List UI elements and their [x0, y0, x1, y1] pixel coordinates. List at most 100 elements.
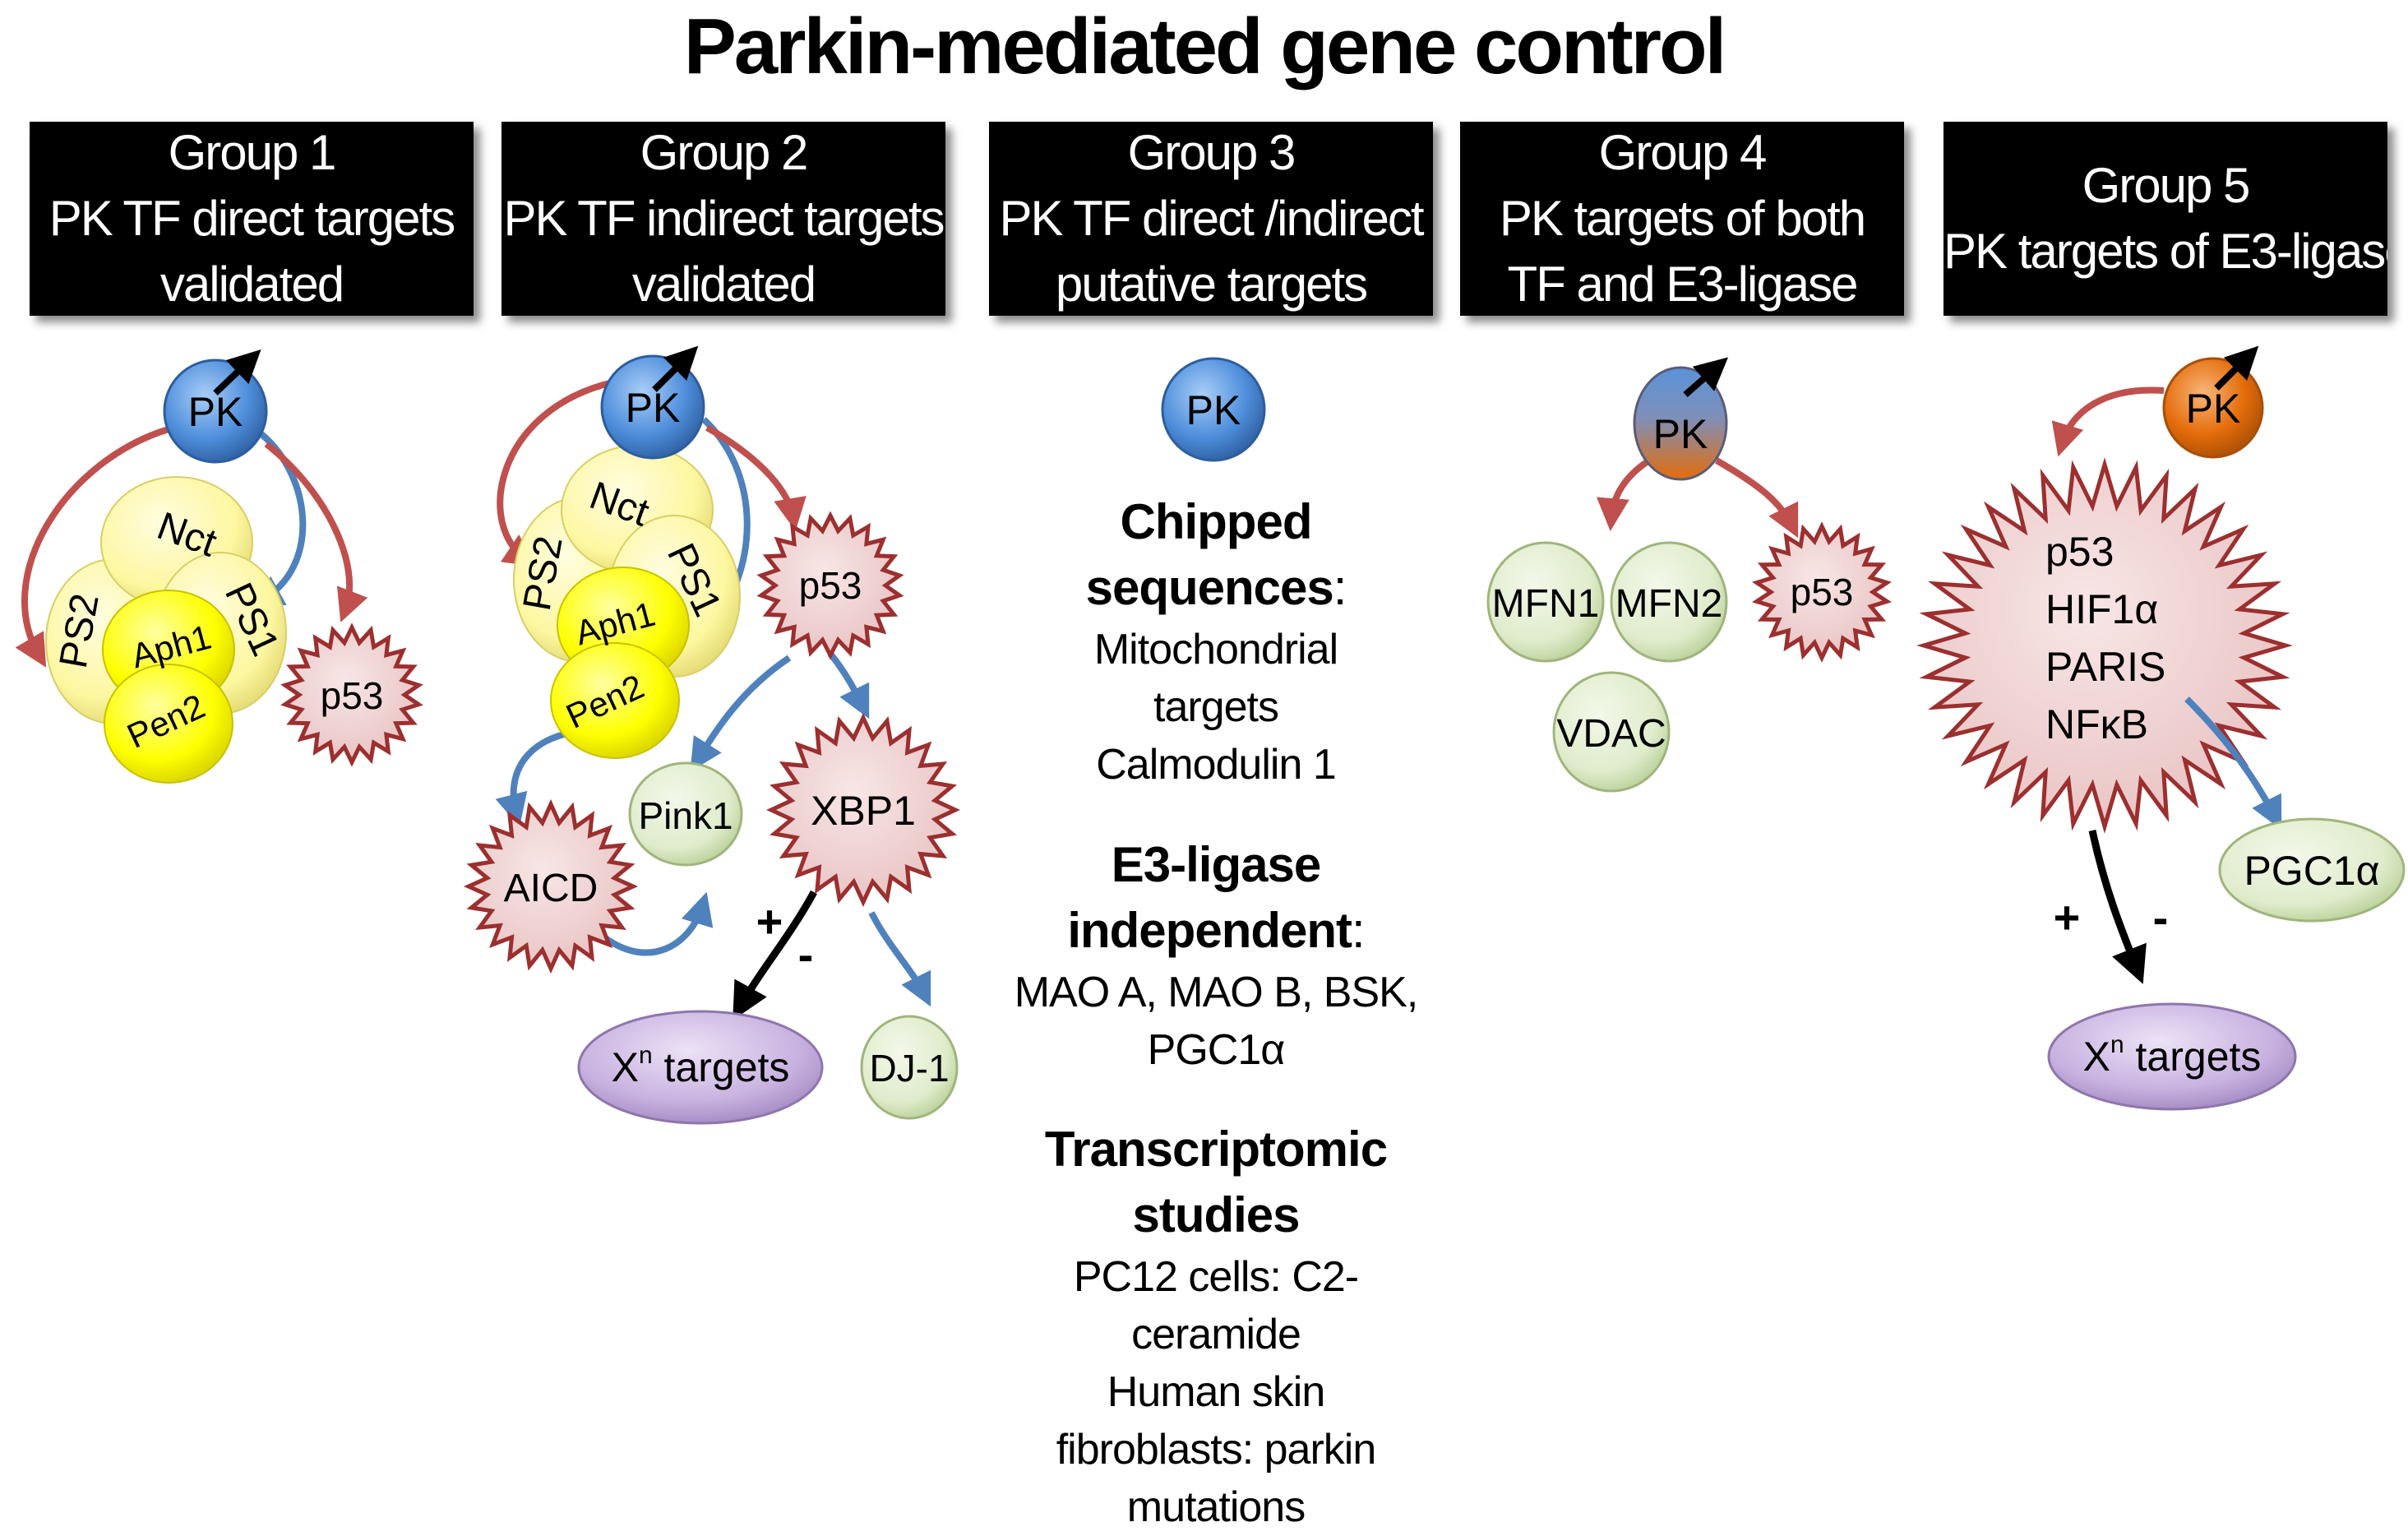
xn-superscript: n [639, 1042, 653, 1069]
red-arrow-pk-to-ps2 [497, 379, 613, 567]
mfn1-node [1486, 541, 1605, 663]
red-arrow-pk-to-mfn1 [1596, 457, 1652, 531]
blue-arrow-pen2-to-aicd [495, 729, 576, 827]
trans-item-4: fibroblasts: parkin [1056, 1426, 1377, 1474]
chipped-heading-2-row: sequences: [969, 555, 1463, 621]
trans-item-1: PC12 cells: C2- [1073, 1253, 1359, 1301]
vdac-node [1552, 671, 1671, 793]
xn-rest: targets [2124, 1034, 2262, 1080]
group-3-e3-text: E3-ligase independent: MAO A, MAO B, BSK… [969, 832, 1463, 1079]
e3-targets-burst: p53 HIF1α PARIS NFκB [1916, 457, 2293, 834]
pgc1a-node [2218, 817, 2406, 923]
p53-label: p53 [799, 564, 862, 607]
group-1-subtitle-2: validated [159, 257, 344, 312]
chipped-heading-2: sequences [1085, 560, 1334, 615]
group-5-diagram: p53 HIF1α PARIS NFκB PGC1α Xn targets + … [1916, 345, 2406, 1111]
group-1-diagram: PS2 Nct PS1 Aph1 Pen2 p53 PK [15, 349, 423, 784]
xn-base: X [2083, 1034, 2110, 1080]
mfn2-node [1610, 541, 1728, 663]
p53-burst: p53 [1752, 521, 1892, 663]
activation-arrow-icon [213, 349, 261, 396]
group-2-diagram: PS2 Nct PS1 Aph1 Pen2 p53 XBP1 AICD Pink… [463, 345, 960, 1125]
black-arrow-xbp1-to-xn-targets [733, 890, 817, 1020]
p53-label: p53 [1791, 571, 1854, 613]
blue-arrow-burst-to-pgc1a [2184, 696, 2282, 830]
chipped-item-3: Calmodulin 1 [1096, 741, 1337, 789]
pen2-node [104, 664, 233, 784]
xn-targets-node [577, 1010, 824, 1125]
xn-rest: targets [653, 1044, 790, 1090]
trans-heading-1: Transcriptomic [1044, 1122, 1388, 1177]
vdac-label: VDAC [1556, 712, 1666, 756]
e3-heading-2-row: independent: [969, 898, 1463, 964]
burst-line-hif1a: HIF1α [2045, 586, 2158, 632]
burst-line-nfkb: NFκB [2045, 701, 2148, 747]
group-3-subtitle: PK TF direct /indirect [999, 191, 1424, 246]
aicd-burst: AICD [463, 798, 639, 974]
dj1-node [860, 1015, 959, 1120]
group-4-header: Group 4 PK targets of both TF and E3-lig… [1460, 122, 1904, 316]
group-4-subtitle-2: TF and E3-ligase [1507, 257, 1859, 312]
group-3-transcriptomic-text: Transcriptomic studies PC12 cells: C2- c… [969, 1117, 1463, 1536]
group-2-title: Group 2 [640, 125, 809, 180]
xn-superscript: n [2110, 1031, 2124, 1058]
group-1-header: Group 1 PK TF direct targets validated [30, 122, 474, 316]
pk-node [600, 354, 705, 460]
plus-sign: + [756, 895, 783, 947]
blue-arrow-xbp1-to-dj1 [868, 911, 931, 1007]
e3-colon: : [1352, 903, 1366, 958]
pk-node [2162, 357, 2264, 459]
group-3-header: Group 3 PK TF direct /indirect putative … [989, 122, 1433, 316]
red-arrow-pk-to-burst [2051, 386, 2165, 457]
diagram-title: Parkin-mediated gene control [683, 2, 1727, 90]
blue-arrow-aicd-to-pink1 [602, 891, 714, 956]
e3-item-1: MAO A, MAO B, BSK, [1014, 969, 1419, 1016]
pgc1a-label: PGC1α [2244, 848, 2379, 894]
e3-item-2: PGC1α [1147, 1026, 1286, 1074]
group-4-diagram: MFN1 MFN2 VDAC p53 PK [1486, 357, 1892, 793]
activation-arrow-icon [1683, 357, 1729, 398]
pk-label: PK [1186, 387, 1241, 433]
pk-label: PK [188, 389, 243, 435]
plus-sign: + [2054, 891, 2081, 943]
aicd-label: AICD [504, 867, 599, 910]
group-5-subtitle: PK targets of E3-ligase [1944, 224, 2387, 279]
xbp1-burst: XBP1 [766, 713, 960, 907]
pink1-node [628, 761, 743, 867]
red-arrow-pk-to-p53 [1715, 457, 1799, 539]
pk-label: PK [626, 385, 681, 431]
trans-heading-2: studies [1132, 1187, 1300, 1242]
group-3-subtitle-2: putative targets [1055, 257, 1368, 312]
xbp1-label: XBP1 [811, 788, 916, 834]
p53-label: p53 [321, 674, 384, 717]
mfn2-label: MFN2 [1615, 582, 1723, 626]
pen2-node [550, 642, 680, 759]
group-4-title: Group 4 [1598, 125, 1768, 180]
xn-base: X [612, 1044, 639, 1090]
group-3-text: Chipped sequences: Mitochondrial targets… [969, 489, 1463, 793]
group-1-title: Group 1 [168, 125, 337, 180]
chipped-item-2: targets [1153, 683, 1279, 731]
trans-item-5: mutations [1126, 1483, 1306, 1531]
xn-targets-node [2047, 1002, 2297, 1111]
red-arrow-pk-to-p53 [264, 441, 368, 622]
red-arrow-pk-to-p53 [705, 424, 807, 531]
chipped-item-1: Mitochondrial [1093, 626, 1338, 673]
e3-heading-2: independent [1067, 903, 1352, 958]
chipped-colon: : [1333, 560, 1347, 615]
group-3-diagram: PK [1161, 357, 1266, 462]
pk-node [1161, 357, 1266, 462]
group-5-title: Group 5 [2082, 158, 2251, 213]
black-arrow-burst-to-xn-targets [2088, 830, 2147, 984]
minus-sign: - [798, 928, 814, 980]
blue-arrow-p53-to-xbp1 [827, 651, 870, 719]
xn-targets-label: Xn targets [612, 1042, 790, 1090]
pk-node [163, 359, 268, 464]
chipped-heading-1: Chipped [1120, 494, 1313, 549]
minus-sign: - [2153, 891, 2169, 943]
group-2-header: Group 2 PK TF indirect targets validated [501, 122, 945, 316]
xn-targets-label: Xn targets [2083, 1031, 2262, 1080]
activation-arrow-icon [652, 345, 699, 392]
group-5-header: Group 5 PK targets of E3-ligase [1944, 122, 2387, 316]
blue-arrow-p53-to-pink1 [690, 655, 792, 772]
